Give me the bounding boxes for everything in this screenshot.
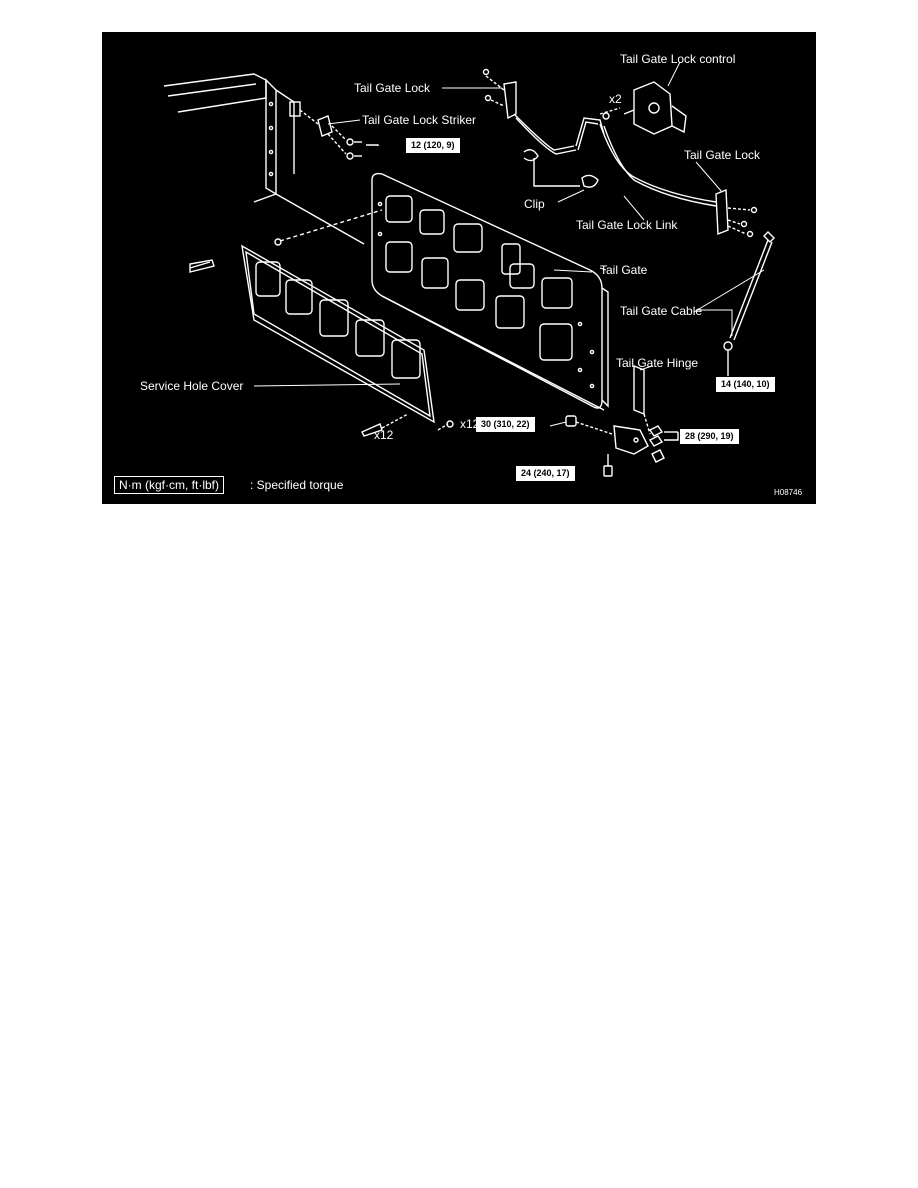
figure-code: H08746	[774, 488, 803, 497]
tail-gate-lock-assembly	[482, 68, 717, 207]
leader-lines	[253, 61, 765, 467]
right-tail-gate-lock	[715, 188, 758, 238]
label-tail-gate-cable: Tail Gate Cable	[620, 304, 703, 318]
label-x12-left: x12	[374, 428, 394, 442]
exploded-view-drawing	[163, 61, 775, 477]
label-x12-right: x12	[460, 417, 480, 431]
tail-gate-hinge	[565, 364, 679, 477]
tail-gate-lock-striker	[289, 101, 379, 160]
label-tail-gate-lock-link: Tail Gate Lock Link	[576, 218, 678, 232]
label-service-hole-cover: Service Hole Cover	[140, 379, 244, 393]
diagram-frame: Tail Gate Lock Tail Gate Lock control x2…	[102, 32, 816, 504]
service-hole-cover	[189, 209, 454, 437]
label-tail-gate-lock-right: Tail Gate Lock	[684, 148, 761, 162]
bed-side-panel	[163, 73, 365, 245]
torque-hinge-bolt-right: 28 (290, 19)	[680, 429, 739, 444]
label-tail-gate: Tail Gate	[600, 263, 648, 277]
torque-hinge-bolt-left: 30 (310, 22)	[476, 417, 535, 432]
label-tail-gate-lock-striker: Tail Gate Lock Striker	[362, 113, 477, 127]
label-x2: x2	[609, 92, 622, 106]
torque-hinge-bolt-bottom: 24 (240, 17)	[516, 466, 575, 481]
legend-unit-text: : Specified torque	[250, 478, 344, 492]
torque-striker: 12 (120, 9)	[406, 138, 460, 153]
tail-gate-panel	[371, 172, 609, 411]
label-tail-gate-lock-control: Tail Gate Lock control	[620, 52, 736, 66]
tail-gate-cable	[723, 231, 775, 376]
label-tail-gate-hinge: Tail Gate Hinge	[616, 356, 699, 370]
torque-cable: 14 (140, 10)	[716, 377, 775, 392]
label-tail-gate-lock-left: Tail Gate Lock	[354, 81, 431, 95]
label-clip: Clip	[524, 197, 545, 211]
legend-unit-box: N·m (kgf·cm, ft·lbf)	[114, 476, 224, 494]
